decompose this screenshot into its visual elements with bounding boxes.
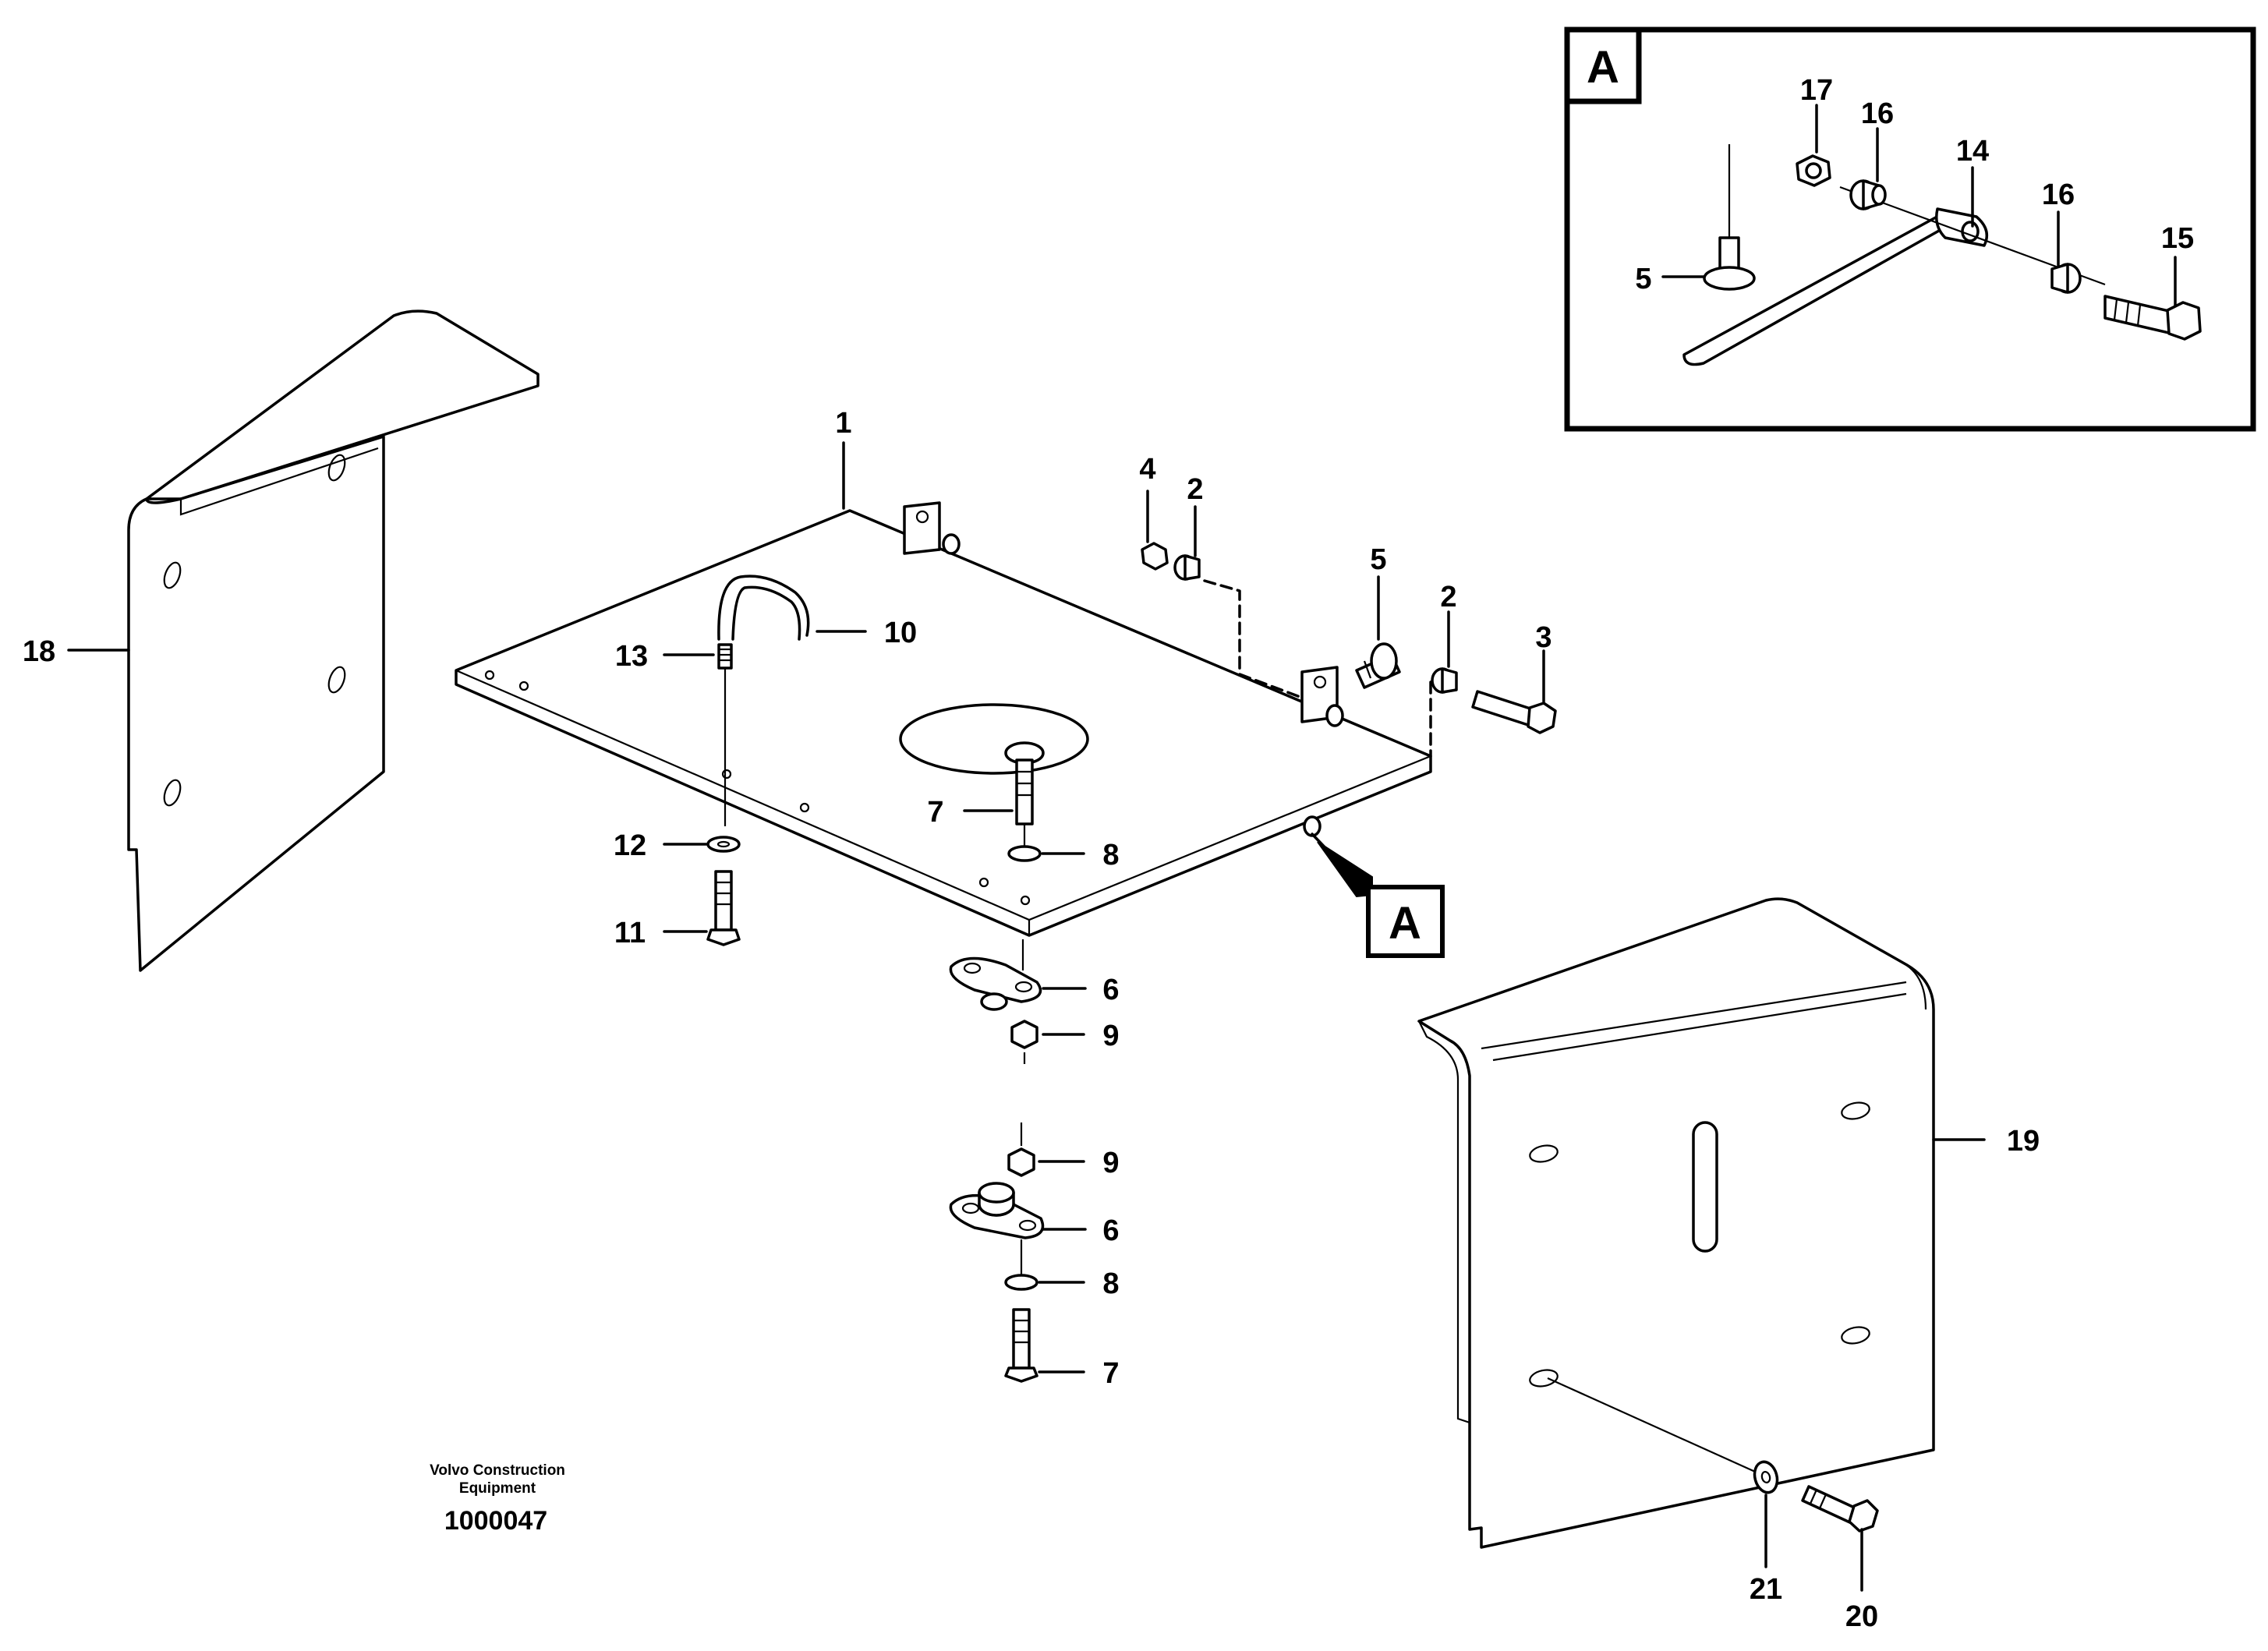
label-5-inset: 5: [1635, 263, 1651, 295]
washer-part-21: [1753, 1460, 1779, 1494]
nut-part-9-upper: [1010, 1020, 1038, 1064]
washer-part-12: [706, 836, 741, 853]
bolt-part-11: [706, 870, 741, 946]
drawing-number: 1000047: [444, 1506, 547, 1536]
nut-part-4: [1141, 542, 1169, 571]
label-7a: 7: [927, 796, 943, 829]
floor-plate-part-1: [455, 501, 1432, 937]
mount-part-6-upper: [949, 939, 1042, 1011]
label-4: 4: [1139, 453, 1155, 486]
bolt-part-7-upper: [1004, 741, 1045, 846]
label-11: 11: [614, 917, 646, 949]
label-17: 17: [1800, 74, 1833, 107]
label-8b: 8: [1102, 1267, 1119, 1300]
bolt-part-15: [2103, 295, 2202, 341]
inset-letter: A: [1587, 42, 1619, 93]
label-16b: 16: [2042, 179, 2075, 211]
label-16a: 16: [1861, 97, 1894, 130]
bushing-part-16b: [2050, 263, 2082, 294]
label-18: 18: [23, 635, 55, 668]
inset-letter-box: [1564, 27, 1642, 104]
label-10: 10: [884, 617, 917, 649]
callout-a-box: [1366, 885, 1445, 958]
bushing-part-16a: [1849, 179, 1887, 210]
bolt-part-7-lower: [1004, 1308, 1038, 1383]
label-8a: 8: [1102, 839, 1119, 871]
side-panel-part-19: [1417, 897, 1935, 1549]
label-1: 1: [835, 407, 851, 440]
label-12: 12: [614, 829, 646, 862]
label-7b: 7: [1102, 1357, 1119, 1390]
label-13: 13: [615, 640, 648, 673]
mount-part-6-lower: [949, 1182, 1045, 1239]
label-2a: 2: [1187, 473, 1203, 506]
label-20: 20: [1845, 1600, 1878, 1633]
label-14: 14: [1956, 135, 1989, 168]
spring-part-13: [717, 643, 733, 826]
callout-letter: A: [1389, 898, 1421, 949]
washer-part-8-lower: [1004, 1274, 1038, 1291]
label-15: 15: [2161, 222, 2194, 255]
label-21: 21: [1750, 1573, 1782, 1606]
detail-inset-a: A: [1564, 27, 2256, 432]
label-5-main: 5: [1370, 543, 1386, 576]
bushing-part-2-front: [1431, 667, 1458, 694]
side-panel-part-18: [127, 309, 540, 972]
label-6a: 6: [1102, 974, 1119, 1006]
nut-part-9-lower: [1007, 1122, 1035, 1177]
bolt-part-3: [1471, 690, 1557, 734]
maker-line-2: Equipment: [459, 1480, 536, 1497]
label-6b: 6: [1102, 1214, 1119, 1247]
label-3: 3: [1535, 621, 1552, 654]
bolt-part-20: [1801, 1485, 1879, 1533]
bushing-part-2-rear: [1173, 554, 1201, 581]
label-9b: 9: [1102, 1147, 1119, 1179]
maker-line-1: Volvo Construction: [430, 1462, 565, 1479]
label-2b: 2: [1440, 581, 1456, 613]
label-9a: 9: [1102, 1020, 1119, 1052]
nut-part-17: [1796, 154, 1831, 187]
screw-part-5-inset: [1703, 144, 1756, 291]
label-19: 19: [2007, 1125, 2040, 1158]
washer-part-8-upper: [1007, 845, 1042, 862]
screw-part-5-main: [1355, 642, 1401, 689]
